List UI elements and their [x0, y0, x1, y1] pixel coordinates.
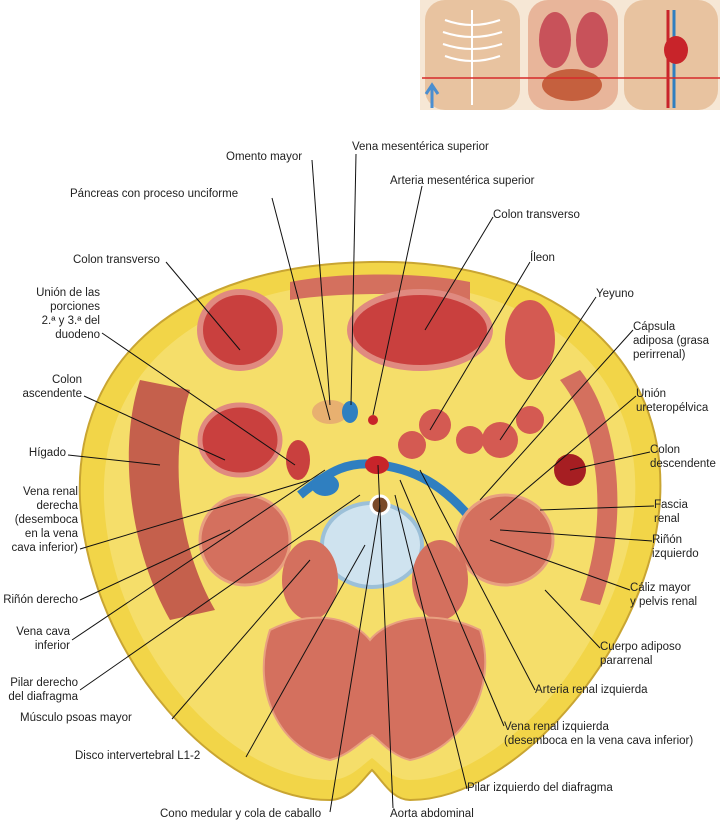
label-colon-transverso-derecho: Colon transverso: [493, 209, 580, 221]
label-arteria-mesenterica-superior: Arteria mesentérica superior: [390, 175, 535, 187]
up-arrow-icon: [424, 82, 440, 108]
leader-line: [271, 197, 331, 421]
label-pilar-izquierdo: Pilar izquierdo del diafragma: [467, 782, 613, 794]
label-cono-medular: Cono medular y cola de caballo: [160, 808, 322, 820]
leader-line: [394, 494, 468, 790]
leader-line: [83, 395, 226, 461]
label-vena-mesenterica-superior: Vena mesentérica superior: [352, 141, 489, 153]
label-ileon: Íleon: [530, 252, 555, 264]
liver: [128, 380, 215, 620]
leader-line: [67, 454, 161, 466]
body-section: [78, 260, 662, 802]
leader-line: [499, 296, 597, 441]
leader-line: [372, 185, 423, 416]
label-higado: Hígado: [28, 447, 66, 459]
leader-line: [544, 589, 601, 649]
leader-line: [79, 494, 361, 691]
leader-line: [165, 261, 241, 351]
leader-line: [539, 505, 655, 511]
label-pancreas: Páncreas con proceso unciforme: [70, 188, 239, 200]
label-colon-transverso-izquierdo: Colon transverso: [73, 254, 160, 266]
leader-line: [399, 479, 505, 727]
label-union-ureteropelvica: Unión ureteropélvica: [636, 388, 709, 414]
label-capsula-adiposa: Cápsula adiposa (grasa perirrenal): [633, 321, 710, 361]
label-colon-ascendente: Colon ascendente: [22, 374, 82, 400]
label-yeyuno: Yeyuno: [596, 288, 634, 300]
leader-line: [171, 559, 311, 720]
label-fascia-renal: Fascia renal: [654, 499, 688, 525]
label-rinon-derecho: Riñón derecho: [3, 594, 78, 606]
orientation-inset: [420, 0, 720, 110]
label-vena-renal-derecha: Vena renal derecha (desemboca en la vena…: [11, 486, 78, 554]
leader-line: [79, 529, 231, 601]
label-musculo-psoas: Músculo psoas mayor: [20, 712, 132, 724]
leader-line: [350, 153, 357, 406]
leader-line: [245, 544, 366, 758]
leader-line: [489, 395, 637, 521]
label-caliz-mayor: Cáliz mayor y pelvis renal: [630, 582, 698, 608]
leader-line: [424, 216, 494, 331]
label-rinon-izquierdo: Riñón izquierdo: [652, 534, 699, 560]
label-pilar-derecho: Pilar derecho del diafragma: [8, 677, 78, 703]
label-disco-intervertebral: Disco intervertebral L1-2: [75, 750, 201, 762]
label-aorta-abdominal: Aorta abdominal: [390, 808, 474, 820]
label-vena-renal-izquierda: Vena renal izquierda (desemboca en la ve…: [504, 721, 694, 747]
leader-line: [329, 504, 381, 813]
leader-line: [419, 469, 536, 691]
leader-line: [499, 529, 653, 542]
leader-line: [569, 451, 651, 471]
leader-line: [489, 539, 631, 591]
label-vena-cava-inferior: Vena cava inferior: [16, 626, 70, 652]
label-colon-descendente: Colon descendente: [650, 444, 716, 470]
label-cuerpo-adiposo-pararrenal: Cuerpo adiposo pararrenal: [600, 641, 682, 667]
label-omento-mayor: Omento mayor: [226, 151, 303, 163]
leader-line: [311, 159, 331, 406]
label-arteria-renal-izquierda: Arteria renal izquierda: [535, 684, 648, 696]
label-union-duodeno: Unión de las porciones 2.ª y 3.ª del duo…: [36, 287, 100, 341]
leader-line: [429, 261, 531, 431]
leader-lines: [67, 153, 655, 813]
leader-line: [71, 469, 326, 641]
leader-line: [479, 329, 634, 501]
leader-line: [101, 332, 296, 466]
leader-line: [79, 479, 311, 550]
leader-line: [377, 464, 394, 809]
